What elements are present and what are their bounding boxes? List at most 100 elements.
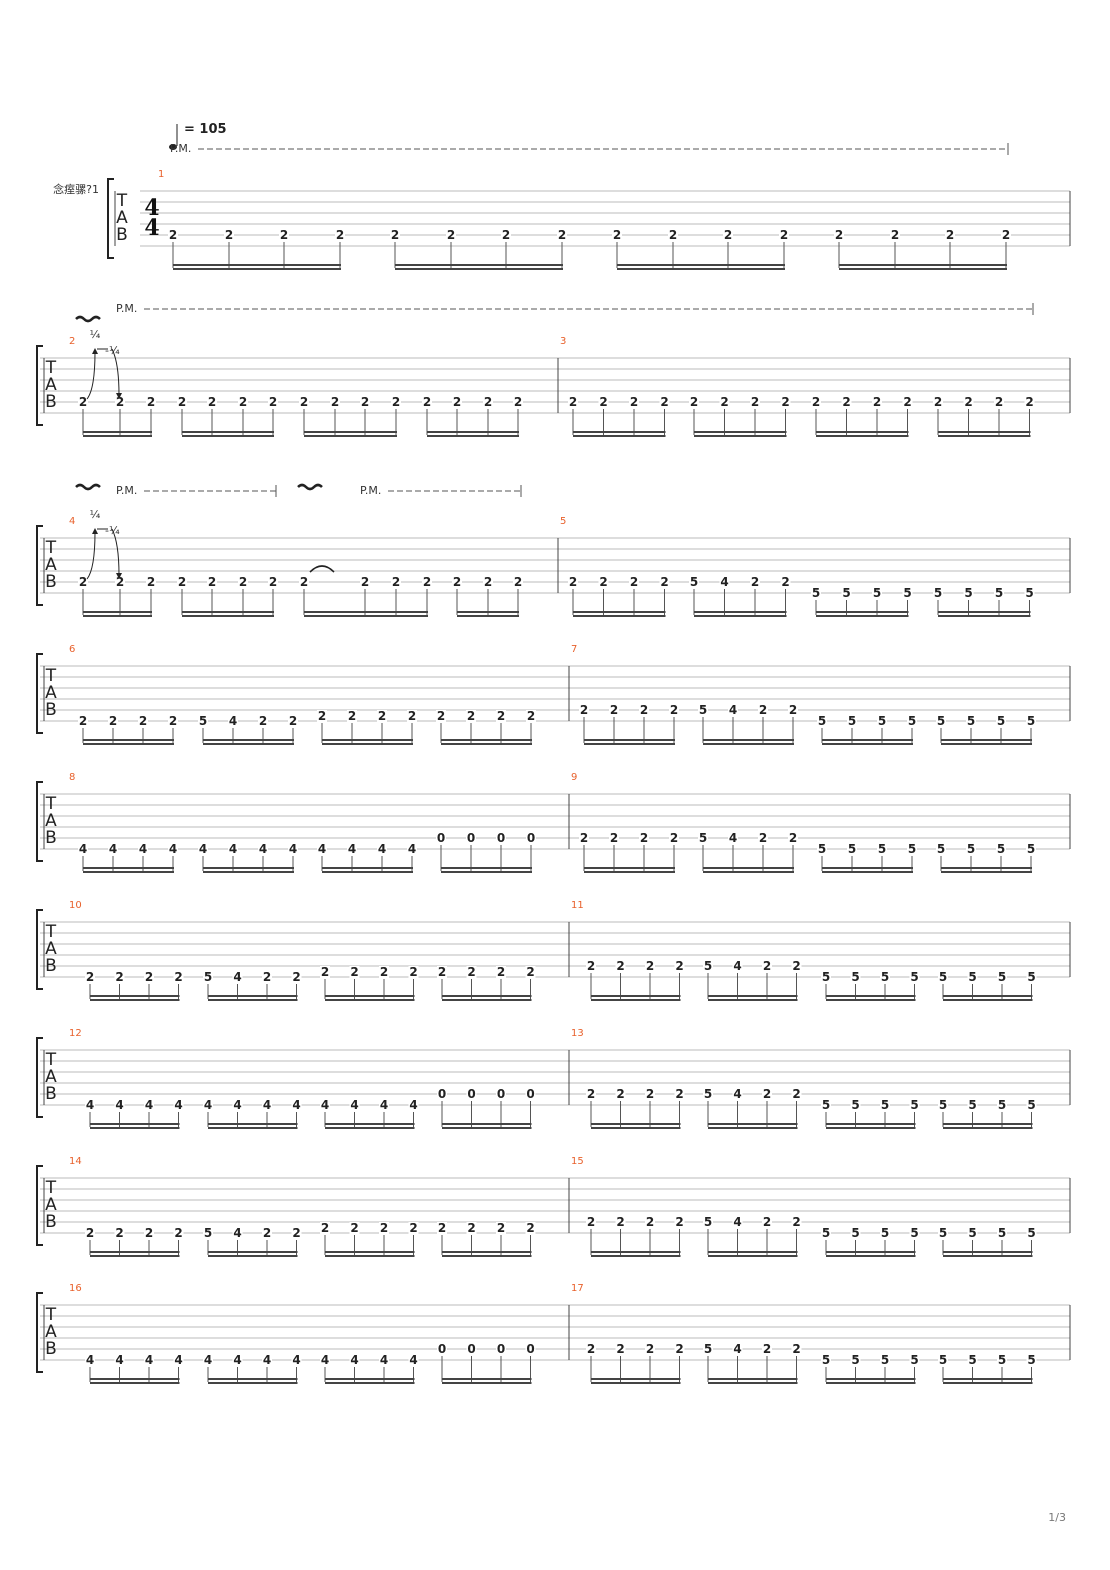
fret-number: 2 [670,831,678,845]
fret-number: 5 [910,1226,918,1240]
fret-number: 2 [995,395,1003,409]
beam [938,611,1031,613]
fret-backdrop [728,832,738,844]
fret-number: 5 [1027,714,1035,728]
fret-backdrop [85,1354,95,1366]
fret-number: 2 [292,970,300,984]
beam [208,1127,298,1129]
fret-number: 2 [789,703,797,717]
fret-number: 5 [822,970,830,984]
beam [325,1251,415,1253]
fret-number: 0 [467,1087,475,1101]
beam [442,1251,532,1253]
fret-number: 2 [380,1221,388,1235]
fret-number: 5 [968,1098,976,1112]
page-number: 1/3 [1048,1511,1066,1524]
fret-number: 5 [699,831,707,845]
fret-backdrop [299,396,309,408]
system-bracket [36,1165,43,1246]
fret-number: 5 [967,714,975,728]
fret-backdrop [173,1354,184,1366]
fret-number: 2 [321,965,329,979]
fret-number: 2 [646,1215,654,1229]
fret-number: 2 [86,970,94,984]
fret-backdrop [674,1216,685,1228]
fret-number: 2 [781,575,789,589]
tab-clef-letter: T [45,1305,57,1325]
fret-backdrop [788,832,798,844]
fret-number: 4 [289,842,297,856]
tab-clef-letter: B [45,392,57,412]
fret-backdrop [967,971,978,983]
tab-clef-letter: T [45,1050,57,1070]
fret-backdrop [78,715,88,727]
fret-backdrop [144,1099,154,1111]
beam [703,739,794,741]
beam [395,264,563,266]
fret-backdrop [1026,1227,1037,1239]
fret-number: 4 [733,1215,741,1229]
fret-number: 2 [378,709,386,723]
fret-number: 2 [580,831,588,845]
fret-number: 5 [995,586,1003,600]
fret-number: 2 [79,575,87,589]
fret-backdrop [689,396,699,408]
fret-backdrop [668,229,678,241]
beam [427,435,519,437]
fret-number: 5 [1025,586,1033,600]
fret-backdrop [408,1222,419,1234]
fret-backdrop [698,704,708,716]
beam [943,1255,1033,1257]
fret-backdrop [168,715,178,727]
fret-number: 0 [497,1342,505,1356]
fret-number: 2 [670,703,678,717]
bend-amount: ¼ [90,508,101,521]
fret-number: 2 [263,1226,271,1240]
beam [90,1127,180,1129]
fret-number: 2 [514,575,522,589]
fret-backdrop [203,1227,213,1239]
beam [816,435,909,437]
fret-backdrop [232,1227,243,1239]
fret-backdrop [639,832,649,844]
fret-backdrop [762,960,772,972]
fret-number: 4 [263,1098,271,1112]
fret-backdrop [525,966,536,978]
fret-number: 2 [239,575,247,589]
fret-number: 5 [1027,1353,1035,1367]
fret-backdrop [224,229,234,241]
fret-number: 4 [408,842,416,856]
fret-number: 0 [467,831,475,845]
fret-backdrop [967,1099,978,1111]
fret-backdrop [723,229,733,241]
fret-backdrop [791,1216,802,1228]
measure-number: 13 [571,1028,584,1039]
beam [943,1378,1033,1380]
fret-number: 2 [79,714,87,728]
tab-clef-letter: B [45,1212,57,1232]
fret-number: 4 [733,959,741,973]
fret-number: 2 [437,709,445,723]
beam [573,435,666,437]
beam [938,615,1031,617]
fret-backdrop [645,1343,655,1355]
fret-backdrop [114,971,125,983]
beam [442,1382,532,1384]
fret-number: 4 [409,1098,417,1112]
fret-backdrop [291,971,302,983]
beam [182,435,274,437]
fret-number: 2 [116,575,124,589]
fret-backdrop [78,843,88,855]
fret-number: 4 [409,1353,417,1367]
fret-number: 2 [208,395,216,409]
fret-number: 2 [630,395,638,409]
system-bracket [36,525,43,606]
fret-number: 2 [780,228,788,242]
fret-backdrop [262,971,272,983]
beam [943,995,1033,997]
fret-backdrop [466,1343,477,1355]
fret-backdrop [437,1343,447,1355]
beam [304,615,428,617]
fret-backdrop [330,396,340,408]
